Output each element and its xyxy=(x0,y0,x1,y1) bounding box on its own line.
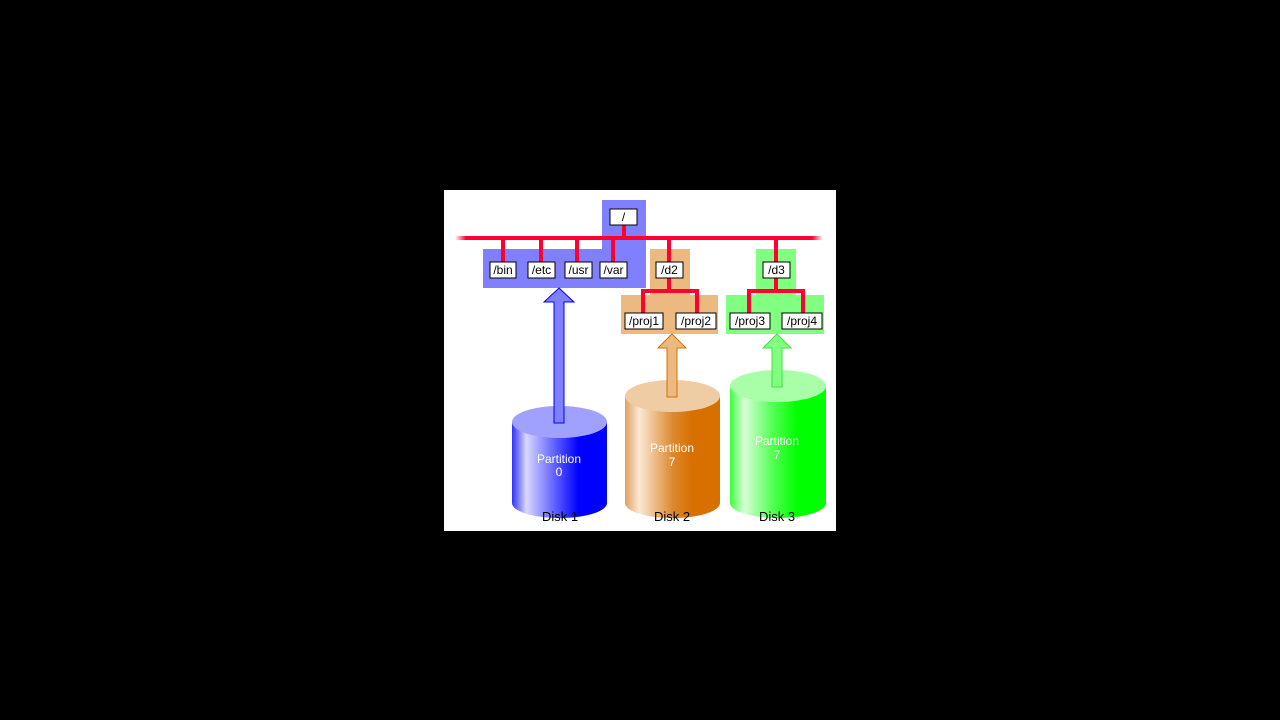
dir-label: /proj2 xyxy=(681,314,711,328)
dir-label: /proj3 xyxy=(735,314,765,328)
tree-links xyxy=(455,225,823,314)
disk-2-label: Disk 2 xyxy=(654,509,690,524)
partition-label: Partition xyxy=(537,452,581,466)
partition-number: 7 xyxy=(669,455,676,469)
dir-d2: /d2 xyxy=(655,261,684,279)
root-bus-line xyxy=(455,236,823,240)
mount-arrow-icon xyxy=(656,333,688,398)
filesystem-mount-diagram: / /bin /etc /usr /var /d2 /d3 /proj1 /pr… xyxy=(444,190,836,531)
partition-number: 7 xyxy=(774,448,781,462)
dir-label: /d2 xyxy=(661,263,678,277)
mount-arrow-icon xyxy=(542,287,576,424)
dir-label: /proj4 xyxy=(787,314,817,328)
dir-label: /etc xyxy=(532,263,551,277)
dir-label: /usr xyxy=(568,263,588,277)
dir-usr: /usr xyxy=(564,261,593,279)
dir-proj1: /proj1 xyxy=(624,312,664,330)
partition-label: Partition xyxy=(650,441,694,455)
dir-etc: /etc xyxy=(527,261,556,279)
dir-root: / xyxy=(609,208,638,226)
dir-proj2: /proj2 xyxy=(675,312,717,330)
disk-3-label: Disk 3 xyxy=(759,509,795,524)
partition-number: 0 xyxy=(556,465,563,479)
dir-var: /var xyxy=(599,261,628,279)
dir-label: / xyxy=(622,210,626,224)
dir-bin: /bin xyxy=(489,261,517,279)
dir-label: /var xyxy=(603,263,623,277)
dir-label: /d3 xyxy=(768,263,785,277)
dir-label: /bin xyxy=(493,263,512,277)
disk-2-cylinder: Partition 7 xyxy=(625,380,720,518)
dir-proj3: /proj3 xyxy=(729,312,771,330)
mount-arrow-icon xyxy=(761,333,793,388)
dir-d3: /d3 xyxy=(762,261,791,279)
disk-3-cylinder: Partition 7 xyxy=(730,370,826,518)
partition-label: Partition xyxy=(755,434,799,448)
dir-label: /proj1 xyxy=(629,314,659,328)
disk-1-cylinder: Partition 0 xyxy=(512,406,607,518)
dir-proj4: /proj4 xyxy=(781,312,823,330)
disk-1-label: Disk 1 xyxy=(542,509,578,524)
